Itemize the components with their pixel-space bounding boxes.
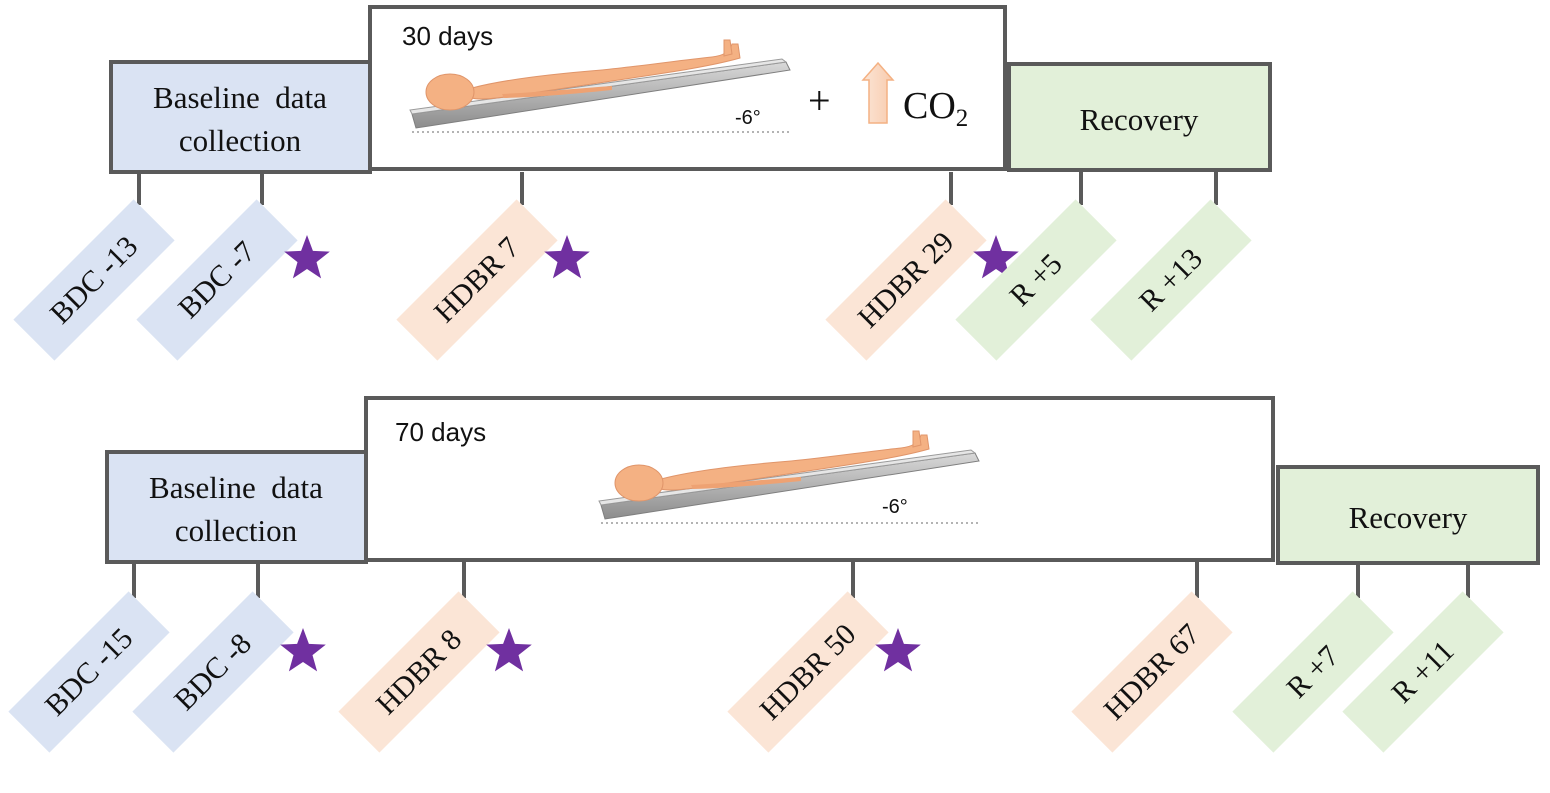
timepoint-r-13: R +13 bbox=[1090, 172, 1252, 361]
timepoint-tag: BDC -15 bbox=[8, 591, 170, 753]
duration-label: 70 days bbox=[395, 417, 486, 447]
timepoint-tag-bg bbox=[13, 199, 175, 361]
timepoint-bdc-8: BDC -8 bbox=[132, 562, 326, 753]
timepoint-tag: BDC -13 bbox=[13, 199, 175, 361]
timepoint-tag: HDBR 67 bbox=[1071, 591, 1233, 753]
timepoint-tag: HDBR 7 bbox=[396, 199, 558, 361]
tilt-angle-label: -6° bbox=[735, 107, 761, 129]
timepoint-tag: HDBR 8 bbox=[338, 591, 500, 753]
timepoint-tag: BDC -7 bbox=[136, 199, 298, 361]
timepoint-tag-bg bbox=[727, 591, 889, 753]
timepoint-tag-bg bbox=[1071, 591, 1233, 753]
recovery-phase-box: Recovery bbox=[1276, 465, 1540, 565]
recovery-phase-box: Recovery bbox=[1007, 62, 1272, 172]
baseline-box-bg bbox=[105, 450, 368, 564]
co2-label: CO2 bbox=[903, 85, 968, 132]
timepoint-tag-bg bbox=[8, 591, 170, 753]
timepoint-hdbr-7: HDBR 7 bbox=[396, 172, 590, 361]
timepoint-tag-bg bbox=[136, 199, 298, 361]
timepoint-hdbr-67: HDBR 67 bbox=[1071, 562, 1233, 753]
timepoint-tag: BDC -8 bbox=[132, 591, 294, 753]
timepoint-tag-bg bbox=[132, 591, 294, 753]
timepoint-bdc-7: BDC -7 bbox=[136, 172, 330, 361]
bedrest-phase-box: 70 days -6° bbox=[364, 396, 1275, 562]
baseline-label-line1: Baseline data bbox=[153, 80, 327, 115]
timepoint-tag: R +13 bbox=[1090, 199, 1252, 361]
baseline-label-line2: collection bbox=[175, 513, 298, 548]
baseline-label-line1: Baseline data bbox=[149, 470, 323, 505]
timepoint-r-5: R +5 bbox=[955, 172, 1117, 361]
timepoint-tag-bg bbox=[1232, 591, 1394, 753]
star-icon bbox=[875, 628, 921, 672]
timepoint-tag-bg bbox=[338, 591, 500, 753]
star-icon bbox=[280, 628, 326, 672]
timepoint-tag-bg bbox=[955, 199, 1117, 361]
timepoint-tag-bg bbox=[825, 199, 987, 361]
timepoint-tag: HDBR 50 bbox=[727, 591, 889, 753]
star-icon bbox=[973, 235, 1019, 279]
timepoint-tag-bg bbox=[1090, 199, 1252, 361]
timeline-30-days: Baseline data collection 30 days -6° + C… bbox=[13, 5, 1272, 361]
recovery-box-bg bbox=[1007, 62, 1272, 172]
timepoint-tag-bg bbox=[1342, 591, 1504, 753]
duration-label: 30 days bbox=[402, 21, 493, 51]
recovery-label: Recovery bbox=[1349, 500, 1468, 535]
tilt-angle-label: -6° bbox=[882, 496, 908, 518]
elevated-co2-arrow-icon bbox=[861, 61, 895, 124]
star-icon bbox=[486, 628, 532, 672]
star-icon bbox=[544, 235, 590, 279]
star-icon bbox=[284, 235, 330, 279]
baseline-phase-box: Baseline data collection bbox=[105, 450, 368, 564]
timepoint-hdbr-50: HDBR 50 bbox=[727, 562, 921, 753]
baseline-box-bg bbox=[109, 60, 372, 174]
timepoint-tag: HDBR 29 bbox=[825, 199, 987, 361]
baseline-phase-box: Baseline data collection bbox=[109, 60, 372, 174]
baseline-label-line2: collection bbox=[179, 123, 302, 158]
timeline-70-days: Baseline data collection 70 days -6° Rec… bbox=[8, 396, 1540, 753]
timepoint-tag-bg bbox=[396, 199, 558, 361]
recovery-box-bg bbox=[1276, 465, 1540, 565]
timepoint-tag: R +5 bbox=[955, 199, 1117, 361]
plus-sign: + bbox=[808, 78, 831, 123]
recovery-label: Recovery bbox=[1080, 102, 1199, 137]
bedrest-phase-box: 30 days -6° + CO2 bbox=[368, 5, 1007, 171]
timepoint-hdbr-8: HDBR 8 bbox=[338, 562, 532, 753]
